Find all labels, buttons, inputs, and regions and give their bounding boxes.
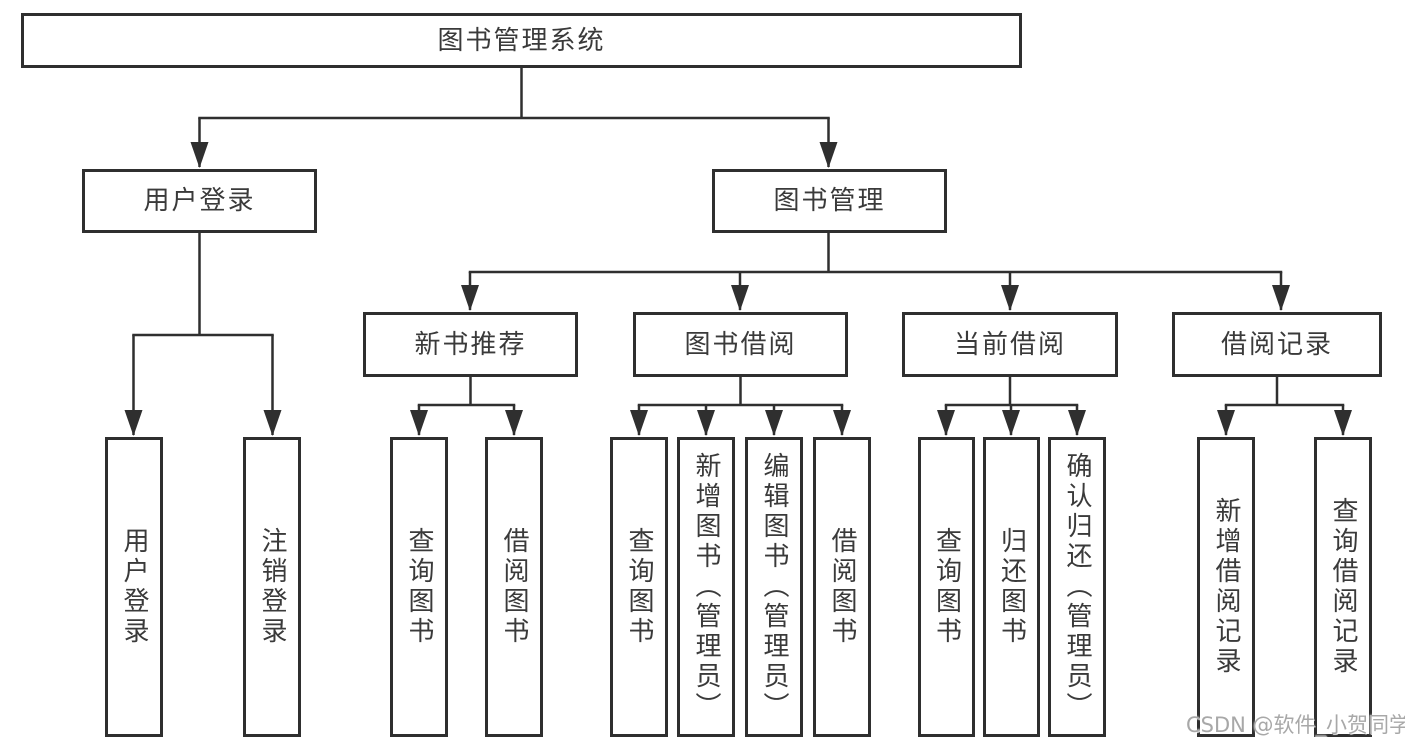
leaf-current-query-book: 查询图书	[918, 437, 975, 737]
node-label: 新书推荐	[414, 329, 527, 360]
node-label: 新增图书（管理员）	[691, 452, 721, 722]
leaf-current-confirm-return-admin: 确认归还（管理员）	[1048, 437, 1106, 737]
node-label: 用户登录	[119, 527, 149, 647]
node-book-borrowing: 图书借阅	[633, 312, 848, 377]
leaf-newbook-query-book: 查询图书	[390, 437, 448, 737]
leaf-current-return-book: 归还图书	[983, 437, 1040, 737]
edge-book-management-to-level3	[461, 233, 1290, 311]
node-book-management: 图书管理	[712, 169, 947, 233]
edge-book-borrowing-to-leaves	[630, 377, 851, 436]
leaf-record-add-borrow-record: 新增借阅记录	[1197, 437, 1255, 737]
node-label: 查询图书	[931, 527, 962, 647]
leaf-borrowing-edit-book-admin: 编辑图书（管理员）	[745, 437, 803, 737]
edge-borrowing-records-to-leaves	[1217, 377, 1352, 436]
csdn-watermark: CSDN @软件_小贺同学	[1186, 713, 1405, 737]
leaf-borrowing-add-book-admin: 新增图书（管理员）	[677, 437, 735, 737]
node-label: 编辑图书（管理员）	[759, 452, 789, 722]
node-borrowing-records: 借阅记录	[1172, 312, 1382, 377]
edge-new-book-recommend-to-leaves	[410, 377, 523, 436]
node-label: 借阅图书	[499, 527, 529, 647]
leaf-logout-login: 注销登录	[243, 437, 301, 737]
node-label: 用户登录	[143, 186, 256, 216]
leaf-borrowing-borrow-book: 借阅图书	[813, 437, 871, 737]
node-label: 图书借阅	[684, 329, 797, 360]
node-label: 当前借阅	[953, 329, 1066, 360]
edge-current-borrowing-to-leaves	[937, 377, 1086, 436]
leaf-record-query-borrow-record: 查询借阅记录	[1314, 437, 1372, 737]
leaf-user-login: 用户登录	[105, 437, 163, 737]
leaf-newbook-borrow-book: 借阅图书	[485, 437, 543, 737]
node-label: 归还图书	[996, 527, 1027, 647]
node-root-label: 图书管理系统	[437, 25, 606, 56]
node-label: 借阅记录	[1220, 329, 1333, 360]
leaf-borrowing-query-book: 查询图书	[610, 437, 668, 737]
node-label: 查询借阅记录	[1328, 497, 1358, 677]
node-label: 确认归还（管理员）	[1062, 452, 1092, 722]
node-current-borrowing: 当前借阅	[902, 312, 1118, 377]
node-root: 图书管理系统	[21, 13, 1022, 68]
node-user-login: 用户登录	[82, 169, 317, 233]
node-label: 注销登录	[257, 527, 287, 647]
node-new-book-recommend: 新书推荐	[363, 312, 578, 377]
node-label: 查询图书	[624, 527, 654, 647]
node-label: 查询图书	[404, 527, 434, 647]
edge-root-to-level2	[190, 68, 838, 168]
edge-user-login-to-leaves	[124, 233, 282, 436]
node-label: 借阅图书	[827, 527, 857, 647]
node-label: 图书管理	[773, 186, 886, 216]
node-label: 新增借阅记录	[1211, 497, 1241, 677]
